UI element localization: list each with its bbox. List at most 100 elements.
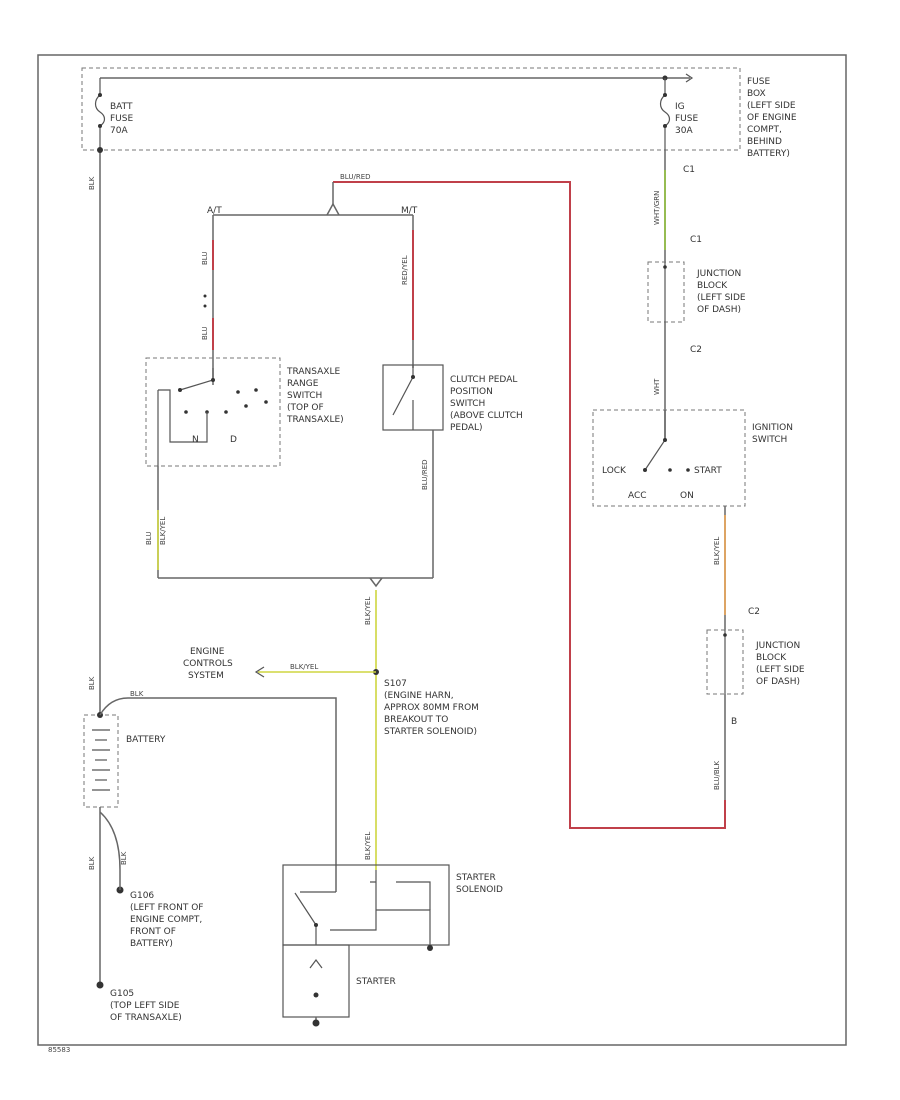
g105-label-1: G105 bbox=[110, 989, 134, 999]
trs-label-3: SWITCH bbox=[287, 391, 322, 401]
jb2-conn-top: C2 bbox=[748, 607, 760, 617]
batt-fuse-label-2: FUSE bbox=[110, 114, 133, 124]
fuse-box-label-5: COMPT, bbox=[747, 125, 782, 135]
engine-controls-1: ENGINE bbox=[190, 647, 225, 657]
battery-label: BATTERY bbox=[126, 735, 166, 745]
wire-label-red-mt: RED/YEL bbox=[401, 255, 409, 285]
wire-label-blk-main: BLK bbox=[88, 176, 96, 190]
clutch-pedal-switch: CLUTCH PEDAL POSITION SWITCH (ABOVE CLUT… bbox=[382, 364, 523, 433]
wire-label-wht-grn: WHT/GRN bbox=[653, 191, 661, 225]
transaxle-range-switch: N D TRANSAXLE RANGE SWITCH (TOP OF TRANS… bbox=[145, 357, 344, 467]
jb1-label-3: (LEFT SIDE bbox=[697, 293, 746, 303]
wire-label-blk-g106b: BLK bbox=[120, 851, 128, 865]
jb1-label-1: JUNCTION bbox=[696, 269, 741, 279]
fuse-box-label-7: BATTERY) bbox=[747, 149, 790, 159]
ign-acc-label: ACC bbox=[628, 491, 647, 501]
jb1-conn-top: C1 bbox=[690, 235, 702, 245]
g106-label-3: ENGINE COMPT, bbox=[130, 915, 202, 925]
ign-label-2: SWITCH bbox=[752, 435, 787, 445]
wire-label-wht: WHT bbox=[653, 378, 661, 395]
ig-fuse-label-3: 30A bbox=[675, 126, 693, 136]
wire-label-s107-vert: BLK/YEL bbox=[364, 597, 372, 625]
branch-mt-label: M/T bbox=[401, 206, 418, 216]
wire-label-engine-ctrl: BLK/YEL bbox=[290, 663, 318, 671]
diagram-code: 85583 bbox=[48, 1046, 70, 1054]
wire-blk-solenoid bbox=[99, 697, 337, 880]
g106-label-5: BATTERY) bbox=[130, 939, 173, 949]
jb1-label-4: OF DASH) bbox=[697, 305, 741, 315]
wire-label-blu-yel-1: BLU bbox=[145, 532, 153, 545]
wire-blu-red bbox=[333, 181, 726, 829]
fuse-box: BATT FUSE 70A IG FUSE 30A FUSE BOX (LEFT… bbox=[81, 67, 797, 175]
ig-fuse-label-2: FUSE bbox=[675, 114, 698, 124]
s107-label-5: STARTER SOLENOID) bbox=[384, 727, 477, 737]
trs-label-5: TRANSAXLE) bbox=[286, 415, 344, 425]
junction-block-1: JUNCTION BLOCK (LEFT SIDE OF DASH) C2 bbox=[647, 261, 746, 355]
clutch-label-2: POSITION bbox=[450, 387, 493, 397]
engine-controls-3: SYSTEM bbox=[188, 671, 224, 681]
jb2-label-1: JUNCTION bbox=[755, 641, 800, 651]
starter-label: STARTER bbox=[356, 977, 396, 987]
s107-label-3: APPROX 80MM FROM bbox=[384, 703, 479, 713]
ign-label-1: IGNITION bbox=[752, 423, 793, 433]
wire-label-sol-vert: BLK/YEL bbox=[364, 832, 372, 860]
g105-label-2: (TOP LEFT SIDE bbox=[110, 1001, 180, 1011]
ign-on-label: ON bbox=[680, 491, 694, 501]
starter-solenoid-label-1: STARTER bbox=[456, 873, 496, 883]
wire-label-blk-g106a: BLK bbox=[88, 856, 96, 870]
jb1-conn-bottom: C2 bbox=[690, 345, 702, 355]
jb2-label-2: BLOCK bbox=[756, 653, 787, 663]
clutch-label-5: PEDAL) bbox=[450, 423, 483, 433]
s107-label-1: S107 bbox=[384, 679, 407, 689]
s107-label-2: (ENGINE HARN, bbox=[384, 691, 454, 701]
wire-label-blu-blk: BLU/BLK bbox=[713, 760, 721, 790]
battery: BATTERY bbox=[83, 714, 166, 808]
fuse-box-label-2: BOX bbox=[747, 89, 766, 99]
ign-start-label: START bbox=[694, 466, 722, 476]
engine-controls-2: CONTROLS bbox=[183, 659, 233, 669]
trs-n-label: N bbox=[192, 435, 199, 445]
fuse-box-outline bbox=[81, 67, 741, 151]
batt-fuse-label-1: BATT bbox=[110, 102, 133, 112]
clutch-label-1: CLUTCH PEDAL bbox=[450, 375, 517, 385]
fuse-icon bbox=[659, 78, 671, 150]
trs-label-4: (TOP OF bbox=[287, 403, 324, 413]
g106-label-4: FRONT OF bbox=[130, 927, 176, 937]
wire-label-clutch-out: BLU/RED bbox=[421, 459, 429, 490]
wire-label-blu-yel-2: BLK/YEL bbox=[159, 517, 167, 545]
jb1-label-2: BLOCK bbox=[697, 281, 728, 291]
clutch-label-3: SWITCH bbox=[450, 399, 485, 409]
jb2-conn-bottom: B bbox=[731, 717, 737, 727]
wire-label-blu-at-top: BLU bbox=[201, 252, 209, 265]
starter-assembly: STARTER SOLENOID STARTER bbox=[282, 864, 503, 1027]
jb2-label-4: OF DASH) bbox=[756, 677, 800, 687]
arrow-icon bbox=[254, 666, 265, 678]
arrow-icon bbox=[685, 73, 694, 83]
ignition-switch: LOCK START ACC ON IGNITION SWITCH bbox=[592, 409, 793, 507]
ig-fuse-label-1: IG bbox=[675, 102, 685, 112]
trs-label-2: RANGE bbox=[287, 379, 319, 389]
junction-block-2: JUNCTION BLOCK (LEFT SIDE OF DASH) B bbox=[706, 629, 805, 727]
fuse-box-label-6: BEHIND bbox=[747, 137, 782, 147]
wire-label-blk-batt: BLK bbox=[88, 676, 96, 690]
branch-at-label: A/T bbox=[207, 206, 222, 216]
fuse-box-label-1: FUSE bbox=[747, 77, 770, 87]
starter-solenoid-label-2: SOLENOID bbox=[456, 885, 503, 895]
ign-lock-label: LOCK bbox=[602, 466, 627, 476]
g106-label-1: G106 bbox=[130, 891, 154, 901]
s107-label-4: BREAKOUT TO bbox=[384, 715, 448, 725]
fuse-box-label-3: (LEFT SIDE bbox=[747, 101, 796, 111]
jb2-label-3: (LEFT SIDE bbox=[756, 665, 805, 675]
g105-label-3: OF TRANSAXLE) bbox=[110, 1013, 182, 1023]
g106-label-2: (LEFT FRONT OF bbox=[130, 903, 203, 913]
fuse-box-connector: C1 bbox=[683, 165, 695, 175]
trs-d-label: D bbox=[230, 435, 237, 445]
clutch-label-4: (ABOVE CLUTCH bbox=[450, 411, 523, 421]
wire-label-blu-at-bot: BLU bbox=[201, 327, 209, 340]
fuse-icon bbox=[94, 78, 106, 150]
wire-label-blk-sol: BLK bbox=[130, 690, 144, 698]
wire-label-blu-red: BLU/RED bbox=[340, 173, 371, 181]
trs-label-1: TRANSAXLE bbox=[286, 367, 340, 377]
diagram-frame bbox=[37, 54, 847, 1046]
